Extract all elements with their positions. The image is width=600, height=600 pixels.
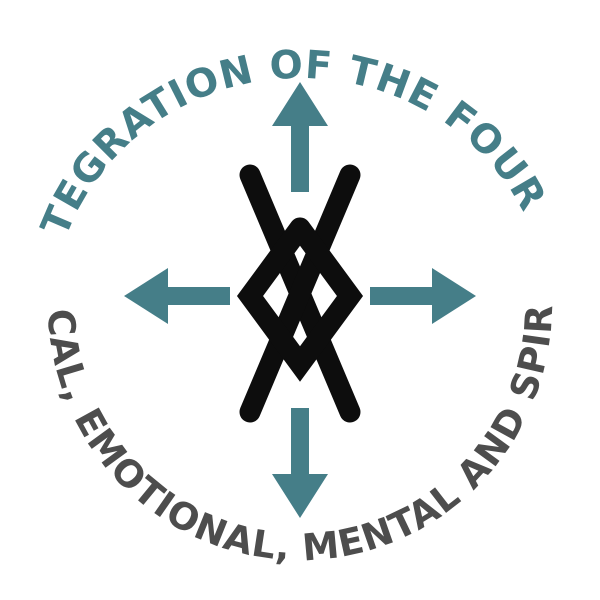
arrow-down-icon [272, 408, 328, 518]
arrow-right-icon [370, 268, 476, 324]
arrow-left-icon [124, 268, 230, 324]
arrow-up-icon [272, 82, 328, 192]
inguz-rune-icon [236, 164, 364, 423]
